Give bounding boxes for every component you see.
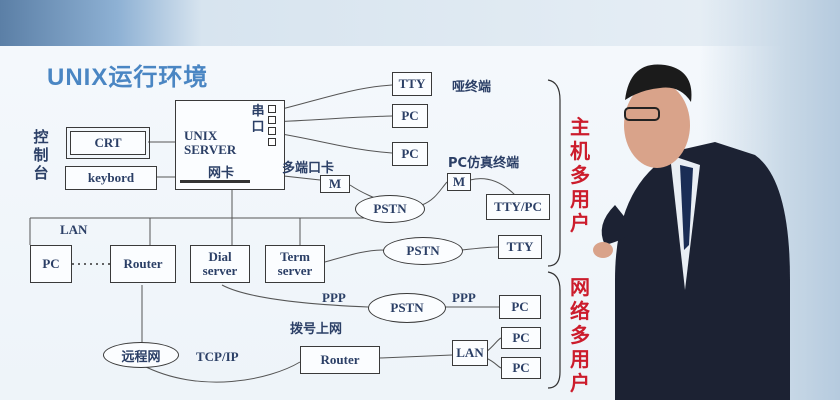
keyboard-box: keybord xyxy=(65,166,157,190)
router-box-1: Router xyxy=(110,245,176,283)
network-multiuser-label: 网络多用户 xyxy=(570,275,590,395)
serial-label: 串口 xyxy=(251,104,265,135)
unix-server-box: UNIX SERVER xyxy=(175,100,285,190)
presenter-image xyxy=(593,64,790,400)
ppp-label-1: PPP xyxy=(322,290,346,305)
modem-box-2: M xyxy=(447,173,471,191)
console-label: 控制台 xyxy=(33,128,49,182)
tty-box-2: TTY xyxy=(498,235,542,259)
dialup-label: 拨号上网 xyxy=(290,322,343,337)
nic-label: 网卡 xyxy=(208,166,235,181)
lan-label-1: LAN xyxy=(60,222,88,237)
router-box-2: Router xyxy=(300,346,380,374)
crt-box: CRT xyxy=(66,127,150,159)
dumb-terminal-label: 哑终端 xyxy=(452,80,492,95)
tty-pc-box: TTY/PC xyxy=(486,194,550,220)
pstn-cloud-1: PSTN xyxy=(355,195,425,223)
lan-box: LAN xyxy=(452,340,488,366)
ppp-label-2: PPP xyxy=(452,290,476,305)
modem-box-1: M xyxy=(320,175,350,193)
tty-box: TTY xyxy=(392,72,432,96)
pc-box-4: PC xyxy=(499,295,541,319)
tcpip-label: TCP/IP xyxy=(196,349,239,364)
page-title: UNIX运行环境 xyxy=(47,64,209,91)
pc-emulator-label: PC仿真终端 xyxy=(448,156,520,171)
host-multiuser-label: 主机多用户 xyxy=(570,115,590,235)
multiport-label: 多端口卡 xyxy=(282,161,335,176)
pc-box-2: PC xyxy=(392,142,428,166)
pstn-cloud-3: PSTN xyxy=(368,293,446,323)
pc-box-6: PC xyxy=(501,357,541,379)
pc-box-5: PC xyxy=(501,327,541,349)
pc-box-1: PC xyxy=(392,104,428,128)
dial-server-box: Dial server xyxy=(190,245,250,283)
nic-bar xyxy=(180,180,250,183)
pc-box-3: PC xyxy=(30,245,72,283)
remote-net-cloud: 远程网 xyxy=(103,342,179,368)
pstn-cloud-2: PSTN xyxy=(383,237,463,265)
term-server-box: Term server xyxy=(265,245,325,283)
unix-server-label: UNIX SERVER xyxy=(184,128,237,157)
serial-ports xyxy=(268,105,276,147)
